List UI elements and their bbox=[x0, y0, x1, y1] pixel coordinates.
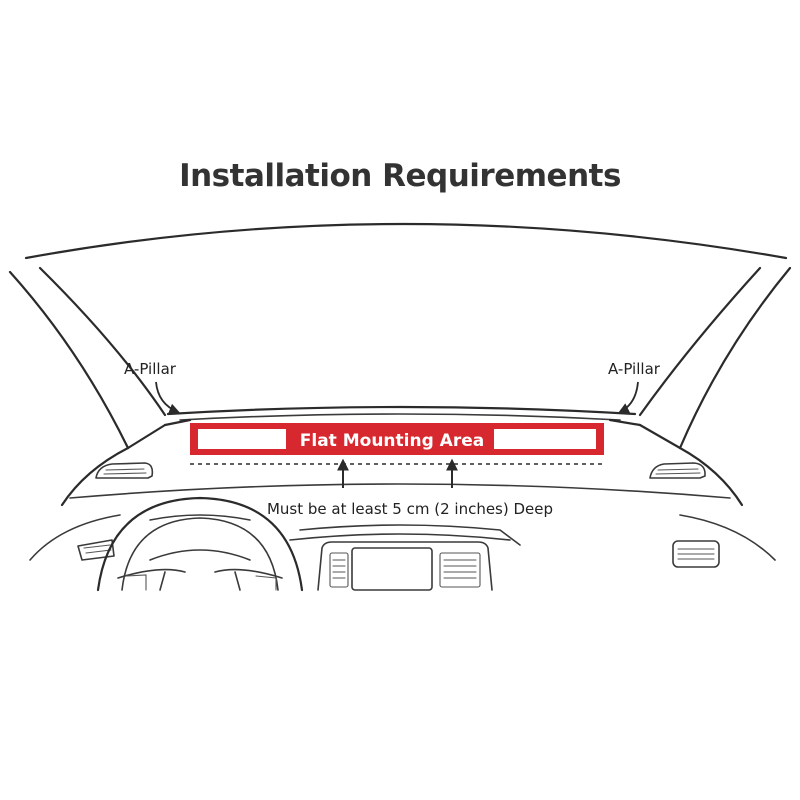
a-pillar-right-label: A-Pillar bbox=[608, 360, 661, 378]
side-vent-right bbox=[672, 540, 720, 568]
right-air-vent bbox=[649, 462, 706, 479]
steering-wheel bbox=[96, 496, 304, 592]
mounting-area-right-window bbox=[494, 429, 596, 449]
dashboard-body bbox=[29, 446, 776, 561]
flat-mounting-area: Flat Mounting Area bbox=[190, 423, 604, 455]
left-air-vent bbox=[95, 462, 154, 479]
center-console bbox=[317, 541, 493, 591]
dashboard-top bbox=[163, 405, 642, 427]
depth-requirement-note: Must be at least 5 cm (2 inches) Deep bbox=[267, 500, 553, 518]
curved-arrow-icon bbox=[155, 381, 181, 414]
a-pillar-left bbox=[8, 266, 167, 450]
curved-arrow-icon bbox=[618, 381, 639, 413]
instrument-cluster bbox=[149, 514, 251, 521]
a-pillar-left-label: A-Pillar bbox=[124, 360, 177, 378]
mounting-area-left-window bbox=[198, 429, 286, 449]
side-vent-left bbox=[77, 539, 115, 561]
page-title: Installation Requirements bbox=[179, 158, 621, 194]
mounting-area-label: Flat Mounting Area bbox=[300, 431, 484, 451]
windshield-top-edge bbox=[24, 222, 788, 260]
depth-arrows bbox=[337, 458, 458, 488]
a-pillar-right bbox=[638, 266, 792, 450]
